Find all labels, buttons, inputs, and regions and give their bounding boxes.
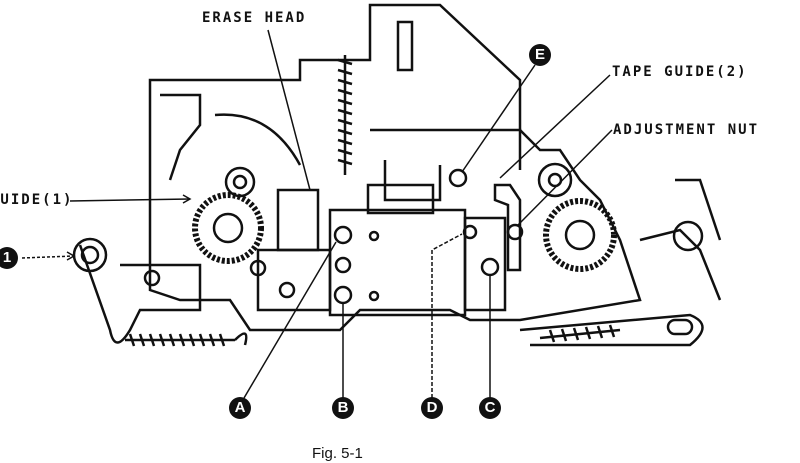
callout-c: C [479, 397, 501, 419]
adjustment-nut [506, 223, 524, 241]
left-pinch-roller [192, 192, 264, 264]
callout-e: E [529, 44, 551, 66]
erase-head-label: ERASE HEAD [202, 10, 307, 26]
callout-d: D [421, 397, 443, 419]
vertical-spring [337, 55, 353, 175]
screws [143, 168, 500, 305]
left-arm [78, 244, 202, 344]
right-arm [519, 313, 704, 347]
figure-caption: Fig. 5-1 [312, 445, 363, 462]
leader-lines [21, 29, 613, 399]
tape-guide-2-label: TAPE GUIDE(2) [612, 64, 748, 80]
left-spring [125, 332, 248, 347]
right-pinch-roller [543, 198, 617, 272]
guide-1-label: GUIDE(1) [0, 192, 74, 208]
adjustment-nut-label: ADJUSTMENT NUT [613, 122, 760, 138]
erase-head [276, 188, 320, 252]
callout-1: 1 [0, 247, 18, 269]
callout-b: B [332, 397, 354, 419]
right-spring [539, 324, 621, 343]
callout-a: A [229, 397, 251, 419]
